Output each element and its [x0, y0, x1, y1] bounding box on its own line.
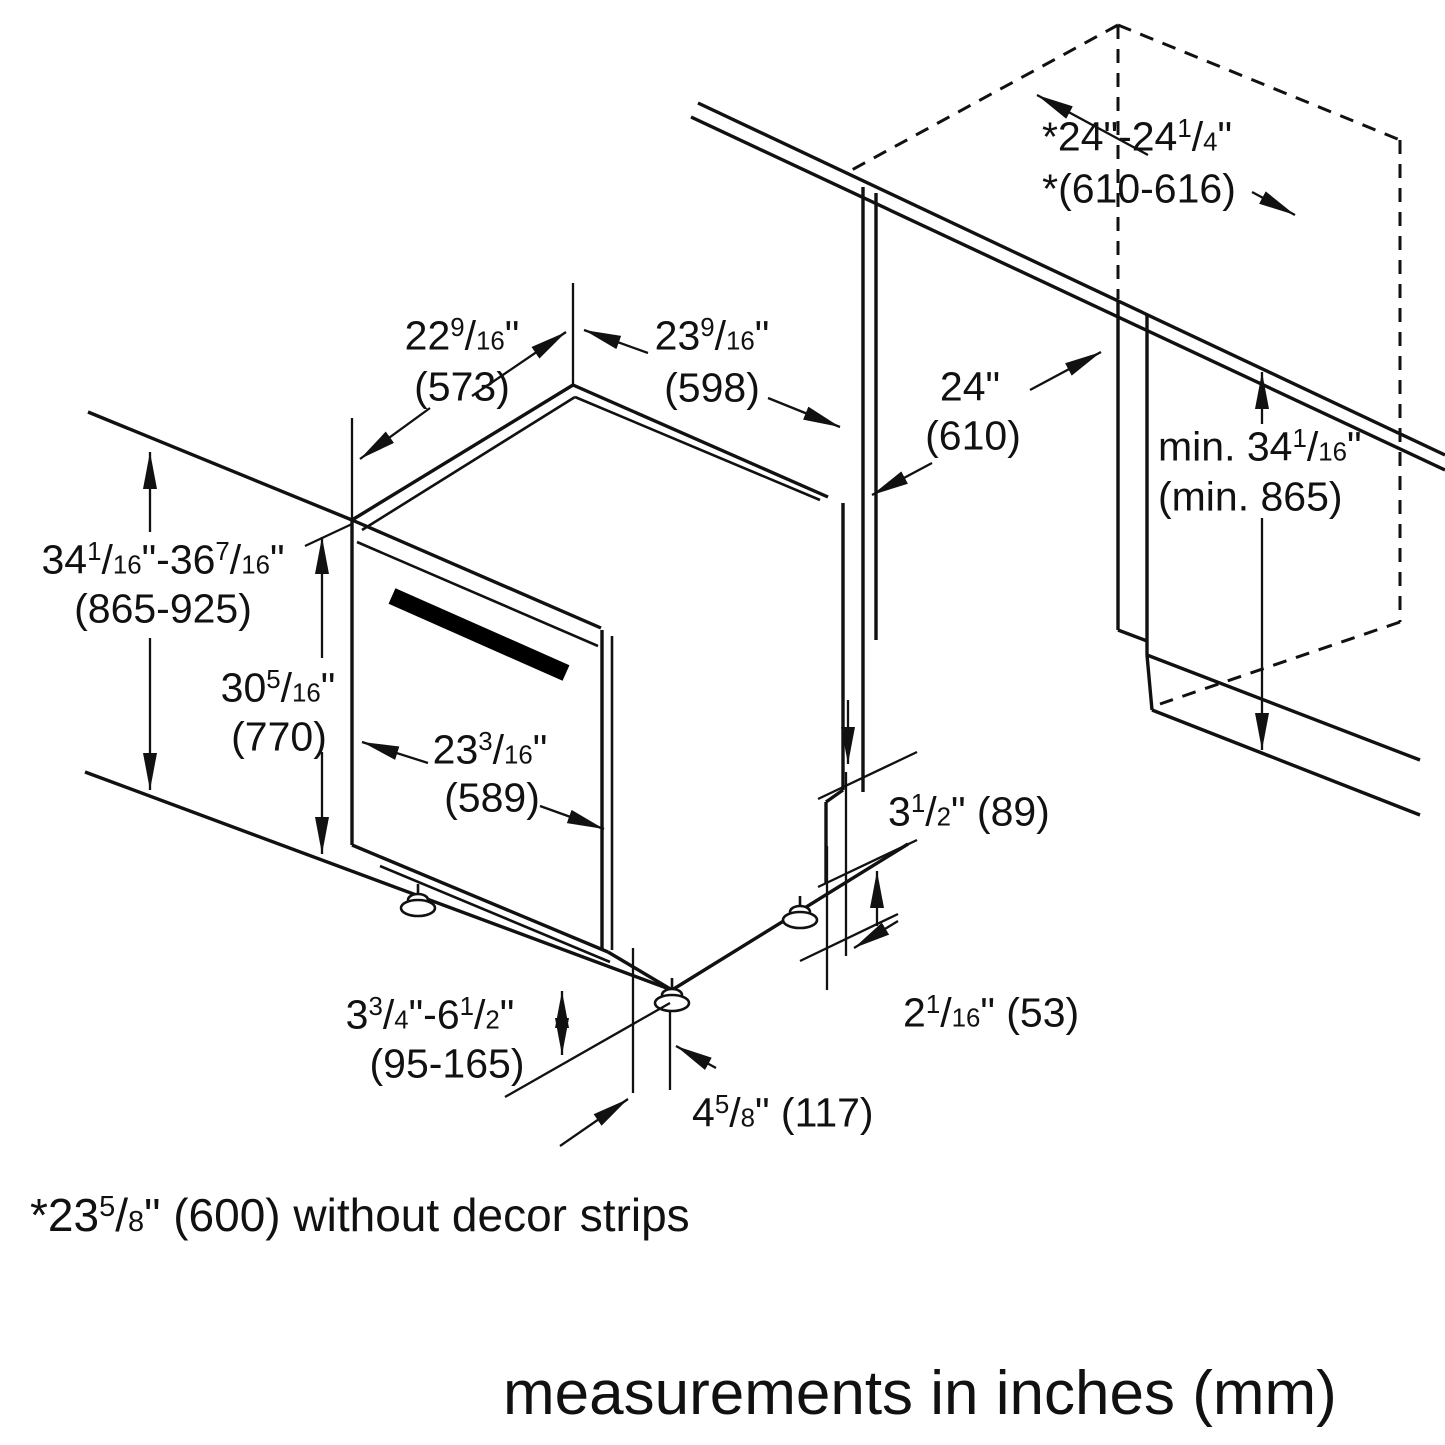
left-counter-edge	[84, 410, 673, 992]
dim-rear-recess-label: 31/2" (89)	[888, 788, 1050, 835]
dim-body-height-label: 305/16"	[220, 664, 336, 711]
dim-foot-inset-label: 45/8" (117)	[692, 1089, 874, 1136]
leveling-foot-rear-left	[399, 884, 437, 918]
dimension-lines	[143, 93, 1296, 1147]
dim-body-height-mm: (770)	[231, 713, 327, 760]
dim-niche-height-mm: (min. 865)	[1158, 473, 1343, 520]
right-counter-edge	[690, 101, 1445, 472]
dim-counter-height-mm: (865-925)	[74, 585, 252, 632]
leveling-foot-front	[653, 978, 691, 1013]
niche-cutout-dashed	[847, 23, 1402, 706]
dim-top-width-mm: (598)	[664, 364, 760, 411]
units-caption: measurements in inches (mm)	[503, 1359, 1337, 1428]
dim-counter-depth-label: 24"	[939, 363, 1001, 410]
dishwasher-handle	[388, 588, 570, 681]
dim-leveling-range-mm: (95-165)	[369, 1040, 525, 1087]
decor-strips-footnote: *235/8" (600) without decor strips	[30, 1189, 690, 1241]
dim-leveling-range-label: 33/4"-61/2"	[345, 991, 515, 1038]
dim-niche-width-label: *24"-241/4"	[1041, 113, 1233, 160]
dim-counter-height-label: 341/16"-367/16"	[41, 536, 285, 583]
right-cabinet-panel	[1116, 301, 1421, 817]
dishwasher-body	[350, 383, 909, 992]
dim-top-depth-mm: (573)	[414, 363, 510, 410]
niche-side-wall	[861, 187, 878, 792]
dim-niche-width-mm: *(610-616)	[1042, 165, 1236, 212]
dim-counter-depth-mm: (610)	[925, 412, 1021, 459]
dim-top-width-label: 239/16"	[654, 312, 770, 359]
dim-door-width-label: 233/16"	[432, 726, 548, 773]
dim-niche-height-label: min. 341/16"	[1158, 423, 1362, 470]
dim-top-depth-label: 229/16"	[404, 312, 520, 359]
dim-rear-gap-label: 21/16" (53)	[903, 989, 1080, 1036]
dim-door-width-mm: (589)	[444, 774, 540, 821]
leveling-foot-rear-right	[781, 896, 819, 930]
